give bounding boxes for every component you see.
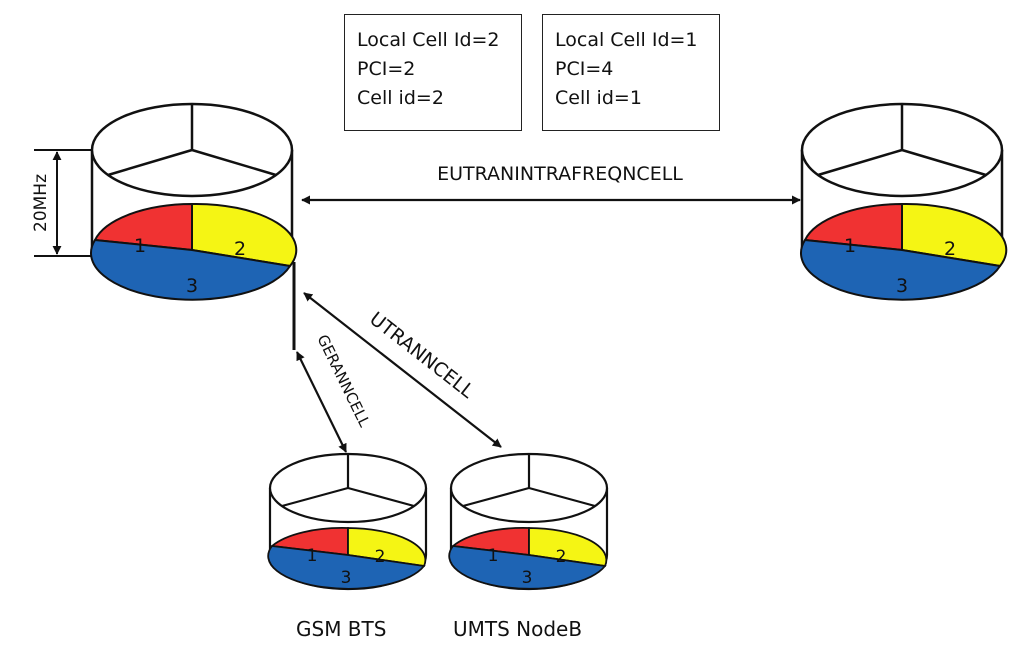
divider: [901, 148, 987, 177]
local-cell-id-line: Local Cell Id=2: [357, 29, 500, 51]
cell-info-box-left: Local Cell Id=2 PCI=2 Cell id=2: [344, 14, 522, 131]
pci-line: PCI=4: [555, 58, 614, 80]
enodeb-left-site: 1 2 3 20MHz: [31, 102, 298, 350]
sector-1-label: 1: [134, 235, 146, 257]
divider: [347, 486, 415, 508]
sector-2-slice: [191, 202, 298, 268]
sector-3-slice: [448, 545, 607, 590]
gsm-bts-caption: GSM BTS: [296, 617, 387, 641]
sector-1-label: 1: [307, 546, 318, 566]
divider: [107, 148, 193, 177]
sector-2-label: 2: [556, 547, 567, 567]
utran-neighbor-arrow: [303, 292, 502, 448]
sector-3-slice: [267, 545, 426, 590]
sector-1-label: 1: [488, 546, 499, 566]
sector-2-label: 2: [234, 238, 246, 260]
sector-2-slice: [901, 202, 1008, 268]
divider: [281, 486, 349, 508]
divider: [191, 148, 277, 177]
geran-neighbor-label: GERANNCELL: [313, 332, 373, 431]
sector-2-slice: [347, 527, 427, 567]
cell-info-box-right: Local Cell Id=1 PCI=4 Cell id=1: [542, 14, 720, 131]
sector-3-slice: [800, 238, 1002, 301]
divider: [817, 148, 903, 177]
umts-nodeb-caption: UMTS NodeB: [453, 617, 583, 641]
enodeb-right-site: 1 2 3: [800, 102, 1008, 301]
sector-2-label: 2: [375, 547, 386, 567]
bandwidth-label: 20MHz: [31, 174, 51, 232]
gsm-bts-site: 1 2 3: [267, 452, 428, 591]
sector-1-label: 1: [844, 235, 856, 257]
pci-line: PCI=2: [357, 58, 416, 80]
sector-1-slice: [803, 202, 903, 252]
sector-2-label: 2: [944, 238, 956, 260]
sector-3-label: 3: [186, 275, 198, 297]
divider: [528, 486, 596, 508]
geran-neighbor-arrow: [296, 351, 347, 453]
umts-nodeb-site: 1 2 3: [448, 452, 609, 591]
sector-3-label: 3: [341, 568, 352, 588]
sector-2-slice: [528, 527, 608, 567]
divider: [462, 486, 530, 508]
sector-1-slice: [93, 202, 193, 252]
eutran-neighbor-label: EUTRANINTRAFREQNCELL: [437, 163, 683, 185]
cell-id-line: Cell id=2: [357, 87, 444, 109]
sector-3-label: 3: [522, 568, 533, 588]
sector-3-slice: [90, 238, 292, 301]
sector-3-label: 3: [896, 275, 908, 297]
local-cell-id-line: Local Cell Id=1: [555, 29, 698, 51]
cell-id-line: Cell id=1: [555, 87, 642, 109]
